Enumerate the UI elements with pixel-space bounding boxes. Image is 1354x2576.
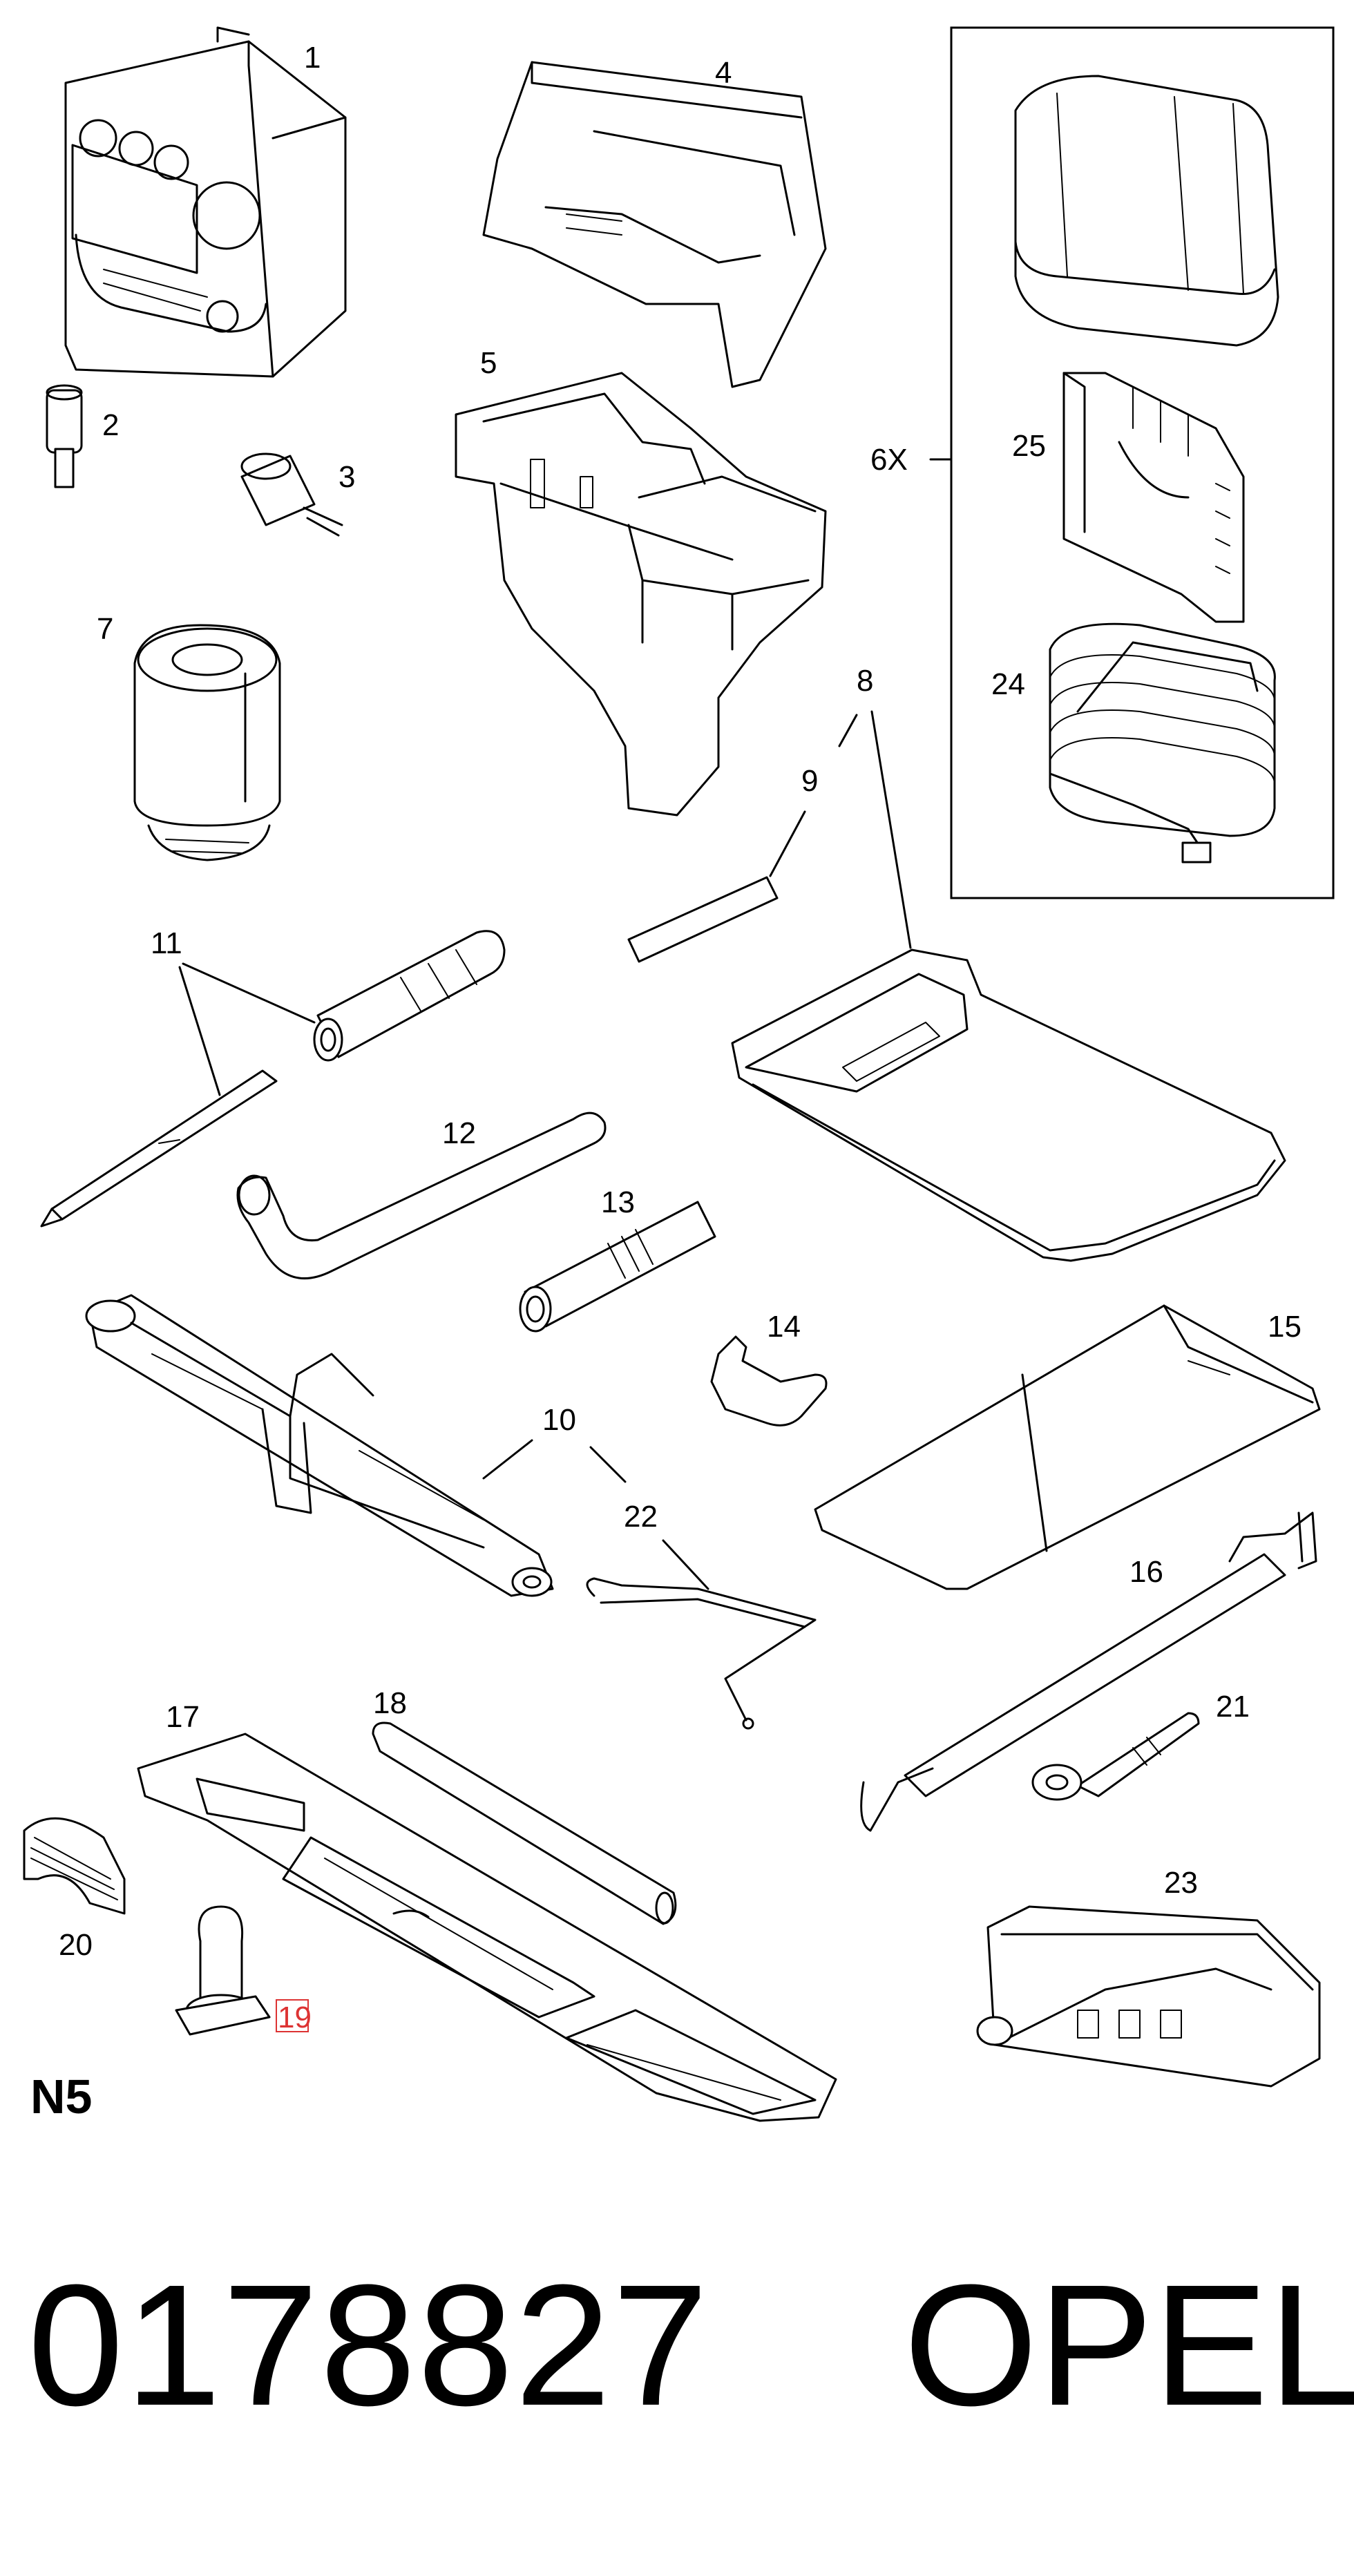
callout-label: 16 [1129,1555,1163,1589]
part-14-hook [710,1335,828,1427]
part-15-floor-mat [814,1304,1321,1590]
part-13-socket [519,1201,716,1333]
callout-label: 11 [151,926,182,960]
part-23-alt-jack [976,1905,1321,2088]
callout-label: 13 [601,1185,635,1219]
part-16-strap-bar [860,1511,1317,1832]
callout-label: 4 [715,56,732,90]
callout-label: 24 [991,667,1025,701]
callout-label: 20 [59,1928,93,1962]
callout-label: 17 [166,1700,200,1734]
highlighted-callout: 19 [278,2001,312,2034]
part-22-crank-rod [586,1577,817,1730]
part-2-valve-adapter [46,384,83,488]
part-3-adapter [240,452,343,537]
part-20-cover-cap [23,1817,126,1915]
part-4-foam-insert [482,61,827,388]
kit-cover [1014,75,1279,347]
part-9-label-card [627,876,779,963]
part-7-sealant-bottle [133,624,281,861]
part-10-scissor-jack [85,1294,554,1597]
callout-label: 15 [1268,1310,1301,1344]
section-code: N5 [30,2070,93,2124]
part-1-compressor [64,26,347,378]
callout-label: 2 [102,408,119,442]
callout-label: 23 [1164,1866,1198,1900]
part-17-floor-panel [137,1733,837,2122]
callout-label: 1 [304,41,321,75]
part-18-rod [372,1721,677,1925]
kit-quantity: 6X [870,443,908,477]
callout-label: 21 [1216,1690,1250,1724]
part-5-storage-tray [455,372,827,817]
callout-label: 12 [442,1116,476,1150]
highlight-box [276,1999,309,2032]
callout-label: 25 [1012,429,1046,463]
callout-label: 22 [624,1500,658,1534]
callout-label: 5 [480,346,497,380]
part-25-bracket [1062,372,1245,623]
part-24-hose-coil [1049,622,1276,864]
callout-label: 10 [542,1403,576,1437]
callout-label: 14 [767,1310,801,1344]
part-number: 0178827 [28,2249,710,2441]
callout-label: 3 [338,460,355,494]
callout-label: 8 [857,664,873,698]
callout-label: 7 [97,612,113,646]
part-12-wheel-brace [236,1112,607,1280]
part-21-tow-eye [1031,1712,1200,1801]
repair-kit-frame [929,26,1335,899]
part-19-lashing-eye [175,1905,271,2036]
brand-name: OPEL [904,2249,1354,2441]
part-11-handle-screwdriver [40,930,506,1228]
callout-label: 9 [801,764,818,798]
callout-label: 18 [373,1686,407,1720]
part-8-tool-bag [731,948,1286,1262]
